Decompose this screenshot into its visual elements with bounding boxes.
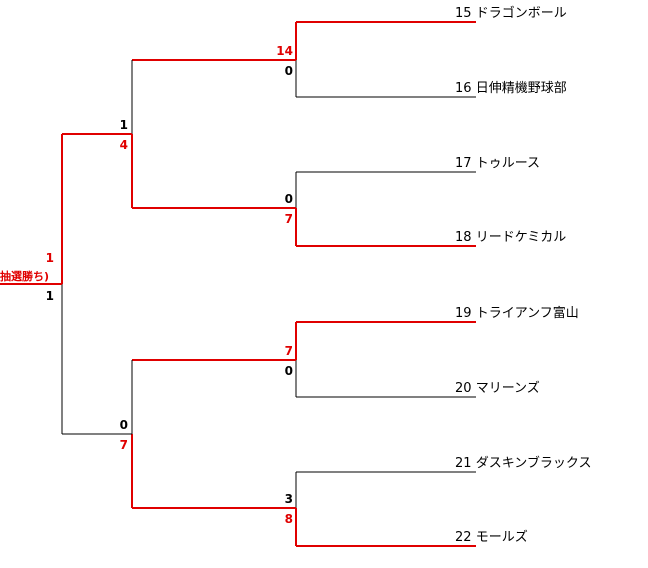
- score-r2m1-bottom: 4: [119, 138, 128, 152]
- team-label: 19 トライアンフ富山: [455, 306, 579, 322]
- team-name: ダスキンブラックス: [475, 456, 592, 471]
- team-name: ドラゴンボール: [475, 6, 567, 21]
- score-r1m1-bottom: 0: [284, 64, 293, 78]
- team-seed: 15: [455, 6, 472, 21]
- score-r1m4-top: 3: [284, 492, 293, 506]
- score-r2m2-bottom: 7: [119, 438, 128, 452]
- team-seed: 18: [455, 230, 472, 245]
- team-name: マリーンズ: [475, 381, 540, 396]
- team-label: 21 ダスキンブラックス: [455, 456, 592, 472]
- team-label: 20 マリーンズ: [455, 381, 540, 397]
- score-r1m2-top: 0: [284, 192, 293, 206]
- team-label: 17 トゥルース: [455, 156, 540, 172]
- team-name: トゥルース: [475, 156, 541, 171]
- team-label: 16 日伸精機野球部: [455, 81, 567, 97]
- team-seed: 22: [455, 530, 472, 545]
- score-r3-top: 1: [45, 251, 54, 265]
- team-seed: 19: [455, 306, 472, 321]
- lottery-win-note: 抽選勝ち): [0, 270, 50, 283]
- team-label: 22 モールズ: [455, 530, 528, 546]
- team-name: トライアンフ富山: [475, 306, 579, 321]
- team-label: 15 ドラゴンボール: [455, 6, 567, 22]
- score-r1m4-bottom: 8: [284, 512, 293, 526]
- score-r2m2-top: 0: [119, 418, 128, 432]
- team-seed: 20: [455, 381, 472, 396]
- score-r3-bottom: 1: [45, 289, 54, 303]
- team-name: 日伸精機野球部: [475, 81, 567, 96]
- team-seed: 16: [455, 81, 472, 96]
- team-seed: 21: [455, 456, 472, 471]
- team-label: 18 リードケミカル: [455, 230, 566, 246]
- score-r2m1-top: 1: [119, 118, 128, 132]
- team-name: モールズ: [475, 530, 528, 545]
- score-r1m1-top: 14: [276, 44, 293, 58]
- score-r1m3-bottom: 0: [284, 364, 293, 378]
- score-r1m2-bottom: 7: [284, 212, 293, 226]
- team-name: リードケミカル: [475, 230, 567, 245]
- team-seed: 17: [455, 156, 472, 171]
- score-r1m3-top: 7: [284, 344, 293, 358]
